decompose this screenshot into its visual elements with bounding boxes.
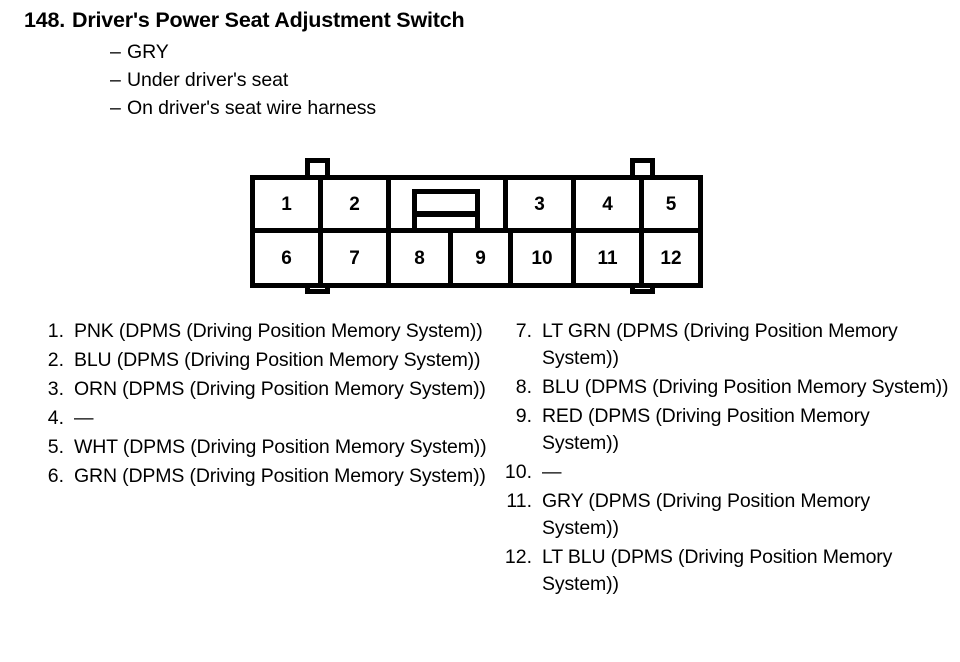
legend-row-text: ORN (DPMS (Driving Position Memory Syste…	[74, 378, 486, 400]
pin-cell-2: 2	[318, 175, 391, 233]
pin-cell-5: 5	[639, 175, 703, 233]
legend-row: 8. BLU (DPMS (Driving Position Memory Sy…	[498, 374, 950, 401]
pin-cell-6: 6	[250, 228, 323, 288]
legend-row-number: 2.	[47, 349, 64, 371]
top-right-tab-icon	[630, 158, 655, 177]
legend-row-text: —	[74, 407, 94, 429]
legend-row: 2. BLU (DPMS (Driving Position Memory Sy…	[30, 347, 490, 374]
pin-cell-3: 3	[503, 175, 576, 233]
header-bullet-list: – GRY – Under driver's seat – On driver'…	[24, 38, 924, 122]
pin-legend-left-column: 1. PNK (DPMS (Driving Position Memory Sy…	[30, 318, 490, 492]
header-bullet-item: – GRY	[110, 38, 924, 66]
pin-cell-1: 1	[250, 175, 323, 233]
page-header: 148. Driver's Power Seat Adjustment Swit…	[24, 8, 924, 122]
legend-row-text: GRY (DPMS (Driving Position Memory Syste…	[542, 490, 870, 539]
legend-row-number: 11.	[506, 490, 532, 512]
legend-row: 5. WHT (DPMS (Driving Position Memory Sy…	[30, 434, 490, 461]
page-title: 148. Driver's Power Seat Adjustment Swit…	[24, 8, 924, 33]
legend-row-text: WHT (DPMS (Driving Position Memory Syste…	[74, 436, 487, 458]
legend-row-text: —	[542, 461, 562, 483]
dash-icon: –	[110, 69, 121, 91]
legend-row-number: 10.	[504, 461, 532, 483]
legend-row-text: BLU (DPMS (Driving Position Memory Syste…	[542, 376, 949, 398]
header-bullet-label: Under driver's seat	[127, 69, 289, 91]
legend-row: 11. GRY (DPMS (Driving Position Memory S…	[498, 488, 950, 542]
pin-cell-12: 12	[639, 228, 703, 288]
header-bullet-label: On driver's seat wire harness	[127, 97, 377, 119]
legend-row: 9. RED (DPMS (Driving Position Memory Sy…	[498, 403, 950, 457]
header-bullet-item: – Under driver's seat	[110, 66, 924, 94]
legend-row-text: LT BLU (DPMS (Driving Position Memory Sy…	[542, 546, 893, 595]
legend-row-number: 12.	[504, 546, 532, 568]
legend-row-number: 3.	[47, 378, 64, 400]
legend-row: 3. ORN (DPMS (Driving Position Memory Sy…	[30, 376, 490, 403]
header-bullet-item: – On driver's seat wire harness	[110, 94, 924, 122]
dash-icon: –	[110, 97, 121, 119]
legend-row: 12. LT BLU (DPMS (Driving Position Memor…	[498, 544, 950, 598]
dash-icon: –	[110, 41, 121, 63]
legend-row-number: 8.	[515, 376, 532, 398]
legend-row-number: 7.	[515, 320, 532, 342]
legend-row-number: 5.	[47, 436, 64, 458]
pin-cell-8: 8	[386, 228, 453, 288]
page-title-number: 148.	[24, 8, 66, 32]
legend-row: 7. LT GRN (DPMS (Driving Position Memory…	[498, 318, 950, 372]
legend-row-text: BLU (DPMS (Driving Position Memory Syste…	[74, 349, 481, 371]
pin-cell-7: 7	[318, 228, 391, 288]
pin-cell-9: 9	[448, 228, 513, 288]
pin-legend: 1. PNK (DPMS (Driving Position Memory Sy…	[0, 318, 960, 658]
keyed-slot-icon	[412, 189, 480, 233]
pin-cell-4: 4	[571, 175, 644, 233]
legend-row-text: RED (DPMS (Driving Position Memory Syste…	[542, 405, 870, 454]
legend-row-text: LT GRN (DPMS (Driving Position Memory Sy…	[542, 320, 898, 369]
legend-row: 6. GRN (DPMS (Driving Position Memory Sy…	[30, 463, 490, 490]
legend-row: 4. —	[30, 405, 490, 432]
connector-diagram: 1 2 3 4 5 6 7 8 9 10 11 12	[250, 158, 703, 294]
legend-row-number: 4.	[47, 407, 64, 429]
pin-legend-right-column: 7. LT GRN (DPMS (Driving Position Memory…	[498, 318, 950, 600]
legend-row-number: 6.	[47, 465, 64, 487]
legend-row-number: 9.	[515, 405, 532, 427]
pin-cell-11: 11	[571, 228, 644, 288]
legend-row: 10. —	[498, 459, 950, 486]
legend-row-text: GRN (DPMS (Driving Position Memory Syste…	[74, 465, 486, 487]
pin-cell-10: 10	[508, 228, 576, 288]
page-title-text: Driver's Power Seat Adjustment Switch	[72, 8, 465, 32]
legend-row: 1. PNK (DPMS (Driving Position Memory Sy…	[30, 318, 490, 345]
top-left-tab-icon	[305, 158, 330, 177]
keyed-slot-divider	[417, 211, 475, 217]
legend-row-number: 1.	[47, 320, 64, 342]
header-bullet-label: GRY	[127, 41, 169, 63]
legend-row-text: PNK (DPMS (Driving Position Memory Syste…	[74, 320, 483, 342]
